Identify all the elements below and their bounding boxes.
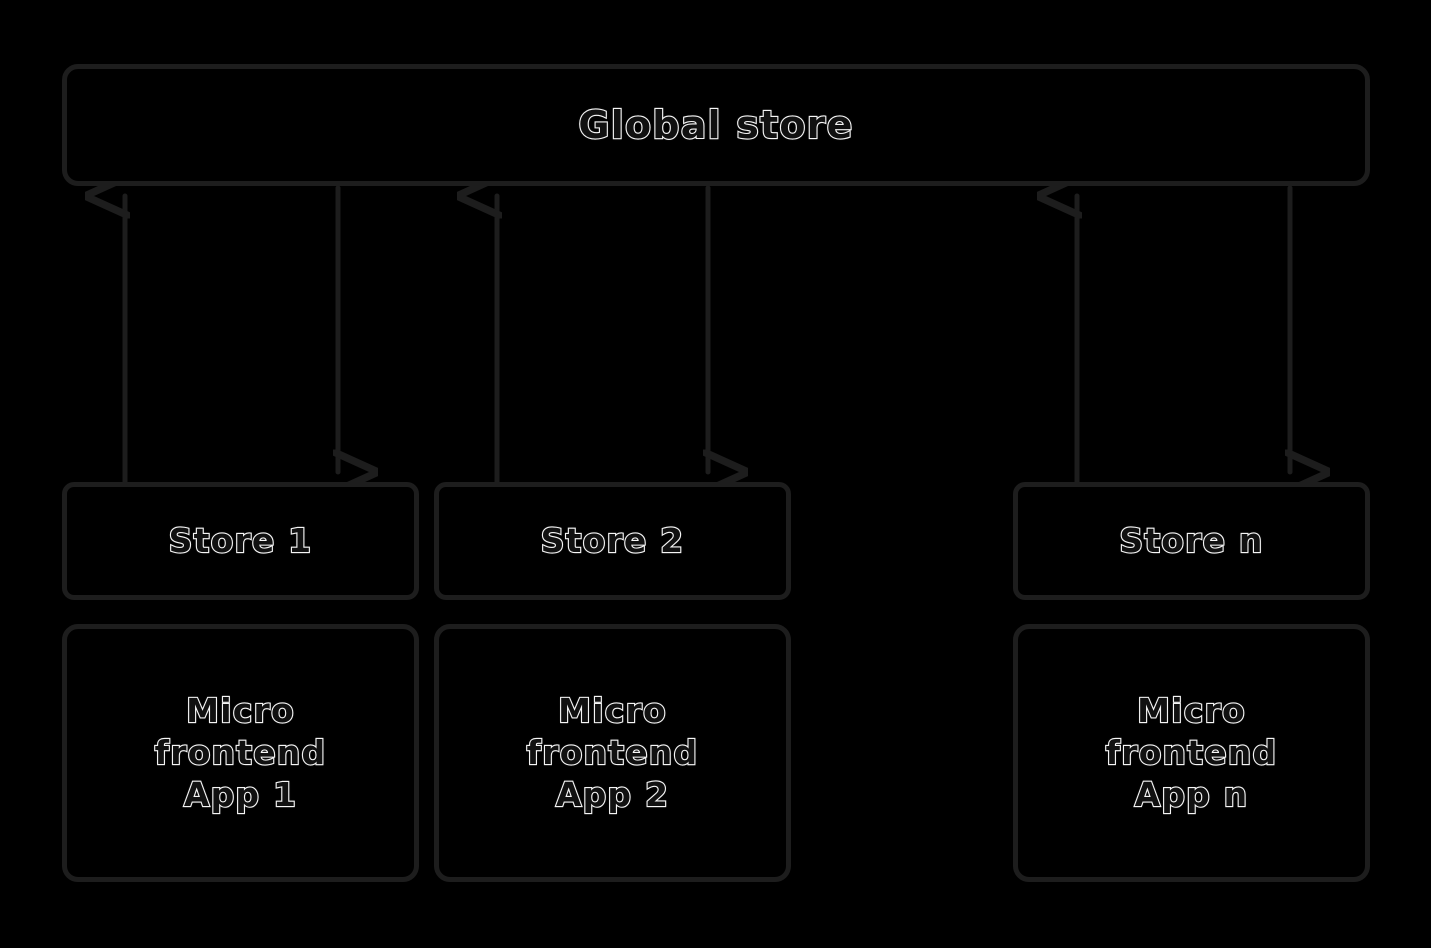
store-2-node[interactable]: Store 2 bbox=[434, 482, 791, 600]
global-store-label: Global store bbox=[577, 102, 854, 148]
store-n-node[interactable]: Store n bbox=[1013, 482, 1370, 600]
store-1-label: Store 1 bbox=[168, 520, 313, 561]
store-2-label: Store 2 bbox=[540, 520, 685, 561]
store-1-node[interactable]: Store 1 bbox=[62, 482, 419, 600]
micro-frontend-app-n-node[interactable]: Micro frontend App n bbox=[1013, 624, 1370, 882]
micro-frontend-app-1-label: Micro frontend App 1 bbox=[154, 690, 327, 816]
global-store-node[interactable]: Global store bbox=[62, 64, 1370, 186]
micro-frontend-app-2-node[interactable]: Micro frontend App 2 bbox=[434, 624, 791, 882]
micro-frontend-app-2-label: Micro frontend App 2 bbox=[526, 690, 699, 816]
store-n-label: Store n bbox=[1118, 520, 1264, 561]
micro-frontend-app-1-node[interactable]: Micro frontend App 1 bbox=[62, 624, 419, 882]
micro-frontend-app-n-label: Micro frontend App n bbox=[1105, 690, 1278, 816]
